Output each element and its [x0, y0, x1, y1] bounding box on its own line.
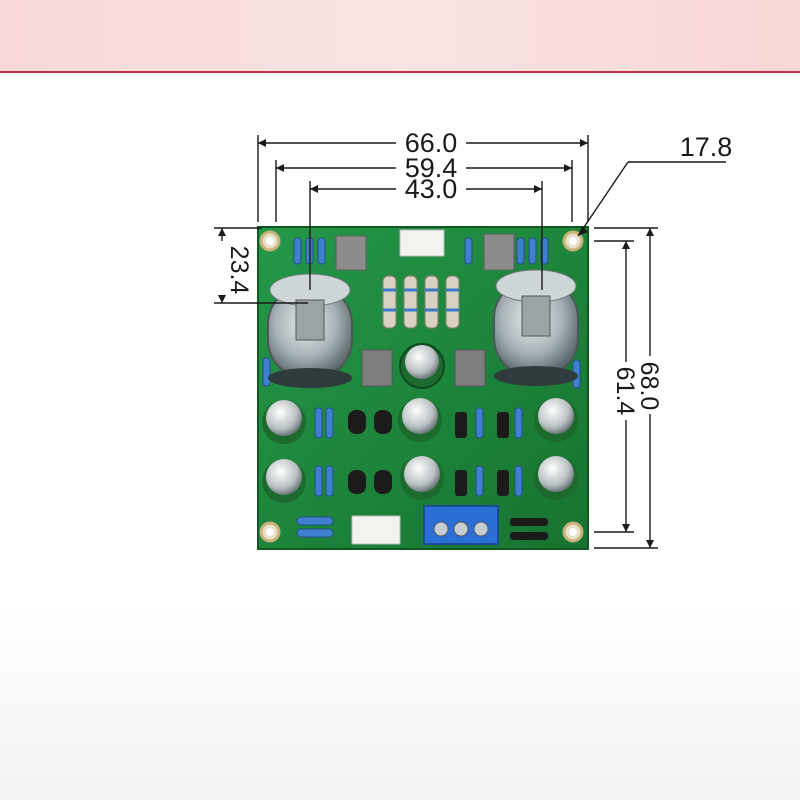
- mounting-hole: [259, 230, 281, 252]
- diode-pair: [510, 518, 548, 540]
- header-band: [0, 0, 800, 72]
- inductor-block: [454, 349, 486, 387]
- label-backgrounds: [208, 129, 664, 420]
- power-terminal-block: [423, 505, 499, 545]
- mounting-hole: [259, 521, 281, 543]
- pcb-board: [257, 226, 589, 550]
- inductor-block: [361, 349, 393, 387]
- inductor-block: [483, 233, 515, 271]
- top-connector: [399, 229, 445, 257]
- dim-hole-spacing-width: 59.4: [405, 153, 458, 183]
- dim-overall-height: 68.0: [635, 362, 663, 411]
- vacuum-tube-right: [493, 269, 579, 386]
- dim-hole-spacing-height: 61.4: [611, 367, 639, 416]
- resistor-row: [296, 407, 523, 538]
- resistor-bands: [383, 288, 459, 312]
- dim-hole-diameter: 17.8: [680, 132, 733, 162]
- audio-out-connector: [351, 515, 401, 545]
- mounting-hole: [562, 521, 584, 543]
- header-divider: [0, 71, 800, 73]
- capacitor-electrolytic: [262, 398, 578, 503]
- inductor-block: [335, 235, 367, 271]
- transistor-group: [348, 410, 509, 496]
- mounting-hole: [562, 230, 584, 252]
- arrowheads: [218, 139, 654, 548]
- background-fade: [0, 610, 800, 800]
- dim-overall-width: 66.0: [405, 128, 458, 158]
- vacuum-tube-left: [267, 273, 353, 388]
- dim-tube-offset: 23.4: [225, 246, 253, 295]
- dim-tube-spacing: 43.0: [405, 174, 458, 204]
- capacitor-center: [399, 343, 445, 389]
